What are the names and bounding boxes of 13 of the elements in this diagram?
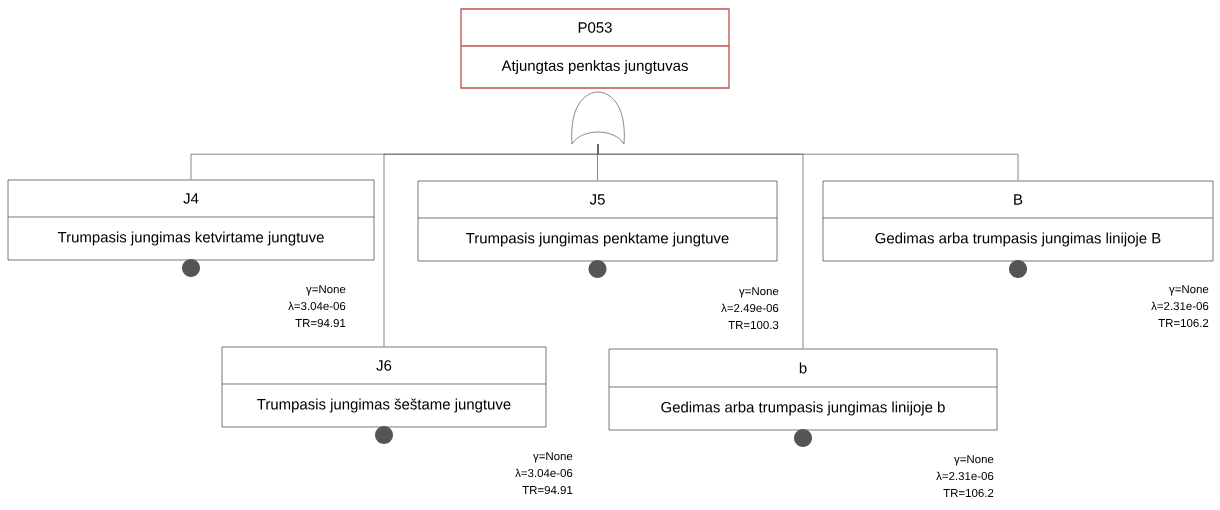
connector-line	[597, 143, 1019, 181]
event-box: b Gedimas arba trumpasis jungimas linijoje b	[608, 348, 998, 431]
parameter-text: γ=None λ=2.31e-06 TR=106.2	[1151, 285, 1209, 328]
top-event-box: P053 Atjungtas penktas jungtuvas	[460, 8, 730, 89]
event-box: J6 Trumpasis jungimas šeštame jungtuve	[221, 346, 547, 428]
parameter-text: γ=None λ=3.04e-06 TR=94.91	[288, 285, 346, 328]
or-gate	[571, 91, 625, 145]
event-box: J5 Trumpasis jungimas penktame jungtuve	[417, 180, 778, 262]
parameter-text: γ=None λ=3.04e-06 TR=94.91	[515, 452, 573, 495]
parameter-text: γ=None λ=2.31e-06 TR=106.2	[936, 455, 994, 498]
parameter-text: γ=None λ=2.49e-06 TR=100.3	[721, 287, 779, 330]
event-box: J4 Trumpasis jungimas ketvirtame jungtuve	[7, 179, 375, 261]
event-box: B Gedimas arba trumpasis jungimas linijoje B	[822, 180, 1214, 262]
